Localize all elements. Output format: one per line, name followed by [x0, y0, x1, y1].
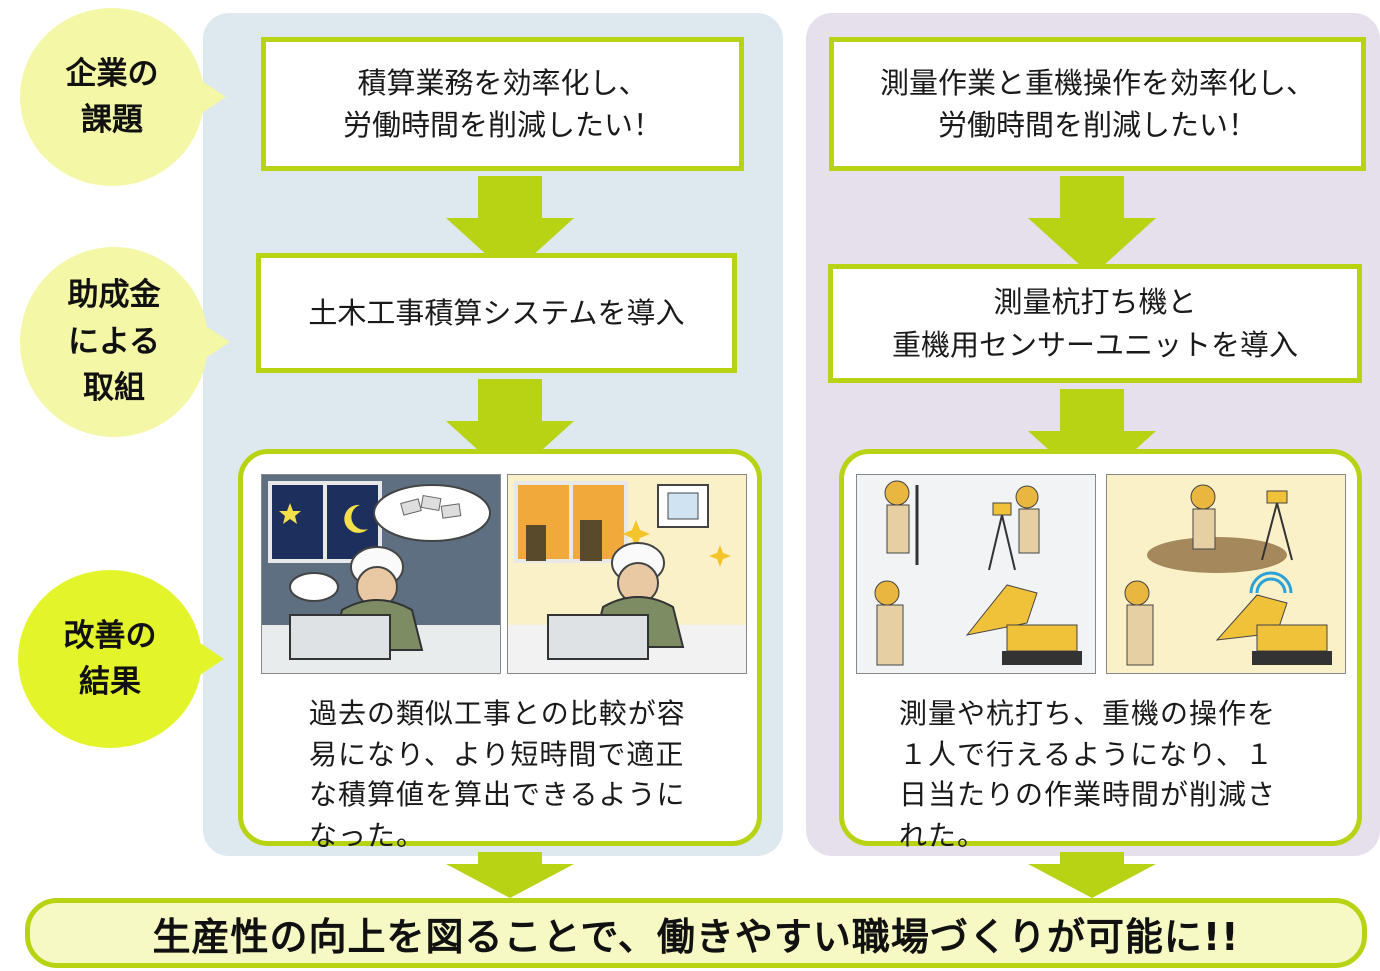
automated-survey-illustration	[1106, 474, 1346, 674]
right-issue-box: 測量作業と重機操作を効率化し、 労働時間を削減したい！	[829, 37, 1366, 171]
left-result-text: 過去の類似工事との比較が容 易になり、より短時間で適正 な積算値を算出できるよう…	[309, 697, 686, 852]
right-result-box: 測量や杭打ち、重機の操作を １人で行えるようになり、１ 日当たりの作業時間が削減…	[839, 449, 1362, 852]
right-measure-box: 測量杭打ち機と 重機用センサーユニットを導入	[828, 264, 1362, 383]
label-improvement-result: 改善の 結果	[18, 570, 224, 748]
label-company-issue: 企業の 課題	[20, 8, 226, 186]
before-office-illustration	[261, 474, 501, 674]
down-arrow-icon	[1028, 176, 1156, 276]
down-arrow-icon	[1028, 852, 1156, 898]
conclusion-banner: 生産性の向上を図ることで、働きやすい職場づくりが可能に!!	[25, 898, 1367, 968]
label-subsidy-measure: 助成金 による 取組	[20, 247, 230, 437]
right-result-text: 測量や杭打ち、重機の操作を １人で行えるようになり、１ 日当たりの作業時間が削減…	[899, 697, 1277, 852]
manual-survey-illustration	[856, 474, 1096, 674]
after-office-illustration	[507, 474, 747, 674]
left-issue-box: 積算業務を効率化し、 労働時間を削減したい！	[261, 37, 744, 171]
down-arrow-icon	[446, 852, 574, 898]
left-result-box: 過去の類似工事との比較が容 易になり、より短時間で適正 な積算値を算出できるよう…	[238, 449, 762, 852]
left-measure-box: 土木工事積算システムを導入	[256, 253, 737, 373]
